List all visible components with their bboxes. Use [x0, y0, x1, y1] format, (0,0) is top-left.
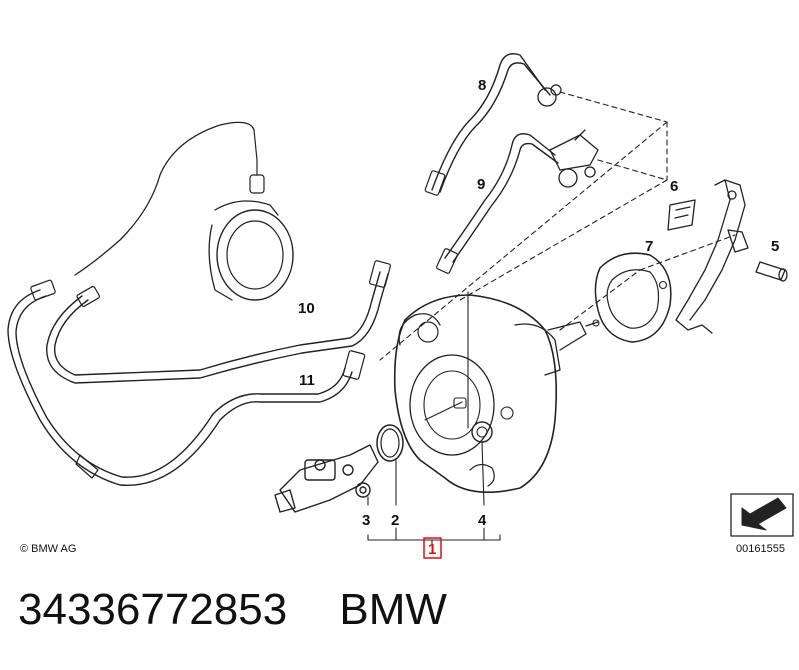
vacuum-line-upper [74, 121, 255, 276]
check-valve [549, 129, 599, 188]
hose-9 [444, 133, 559, 263]
callout-1: 1 [428, 541, 436, 558]
callout-3: 3 [362, 512, 370, 529]
part-caption: 34336772853 BMW [18, 585, 447, 635]
hose-8 [431, 53, 551, 193]
callout-4: 4 [478, 512, 487, 529]
diagram-drawing: 8 9 6 7 5 10 11 3 2 4 1 © BMW AG 0016155… [7, 53, 794, 559]
gasket [594, 252, 672, 343]
callout-1-box [423, 537, 442, 559]
clip [667, 199, 696, 231]
callout-bracket [367, 527, 501, 546]
copyright-text: © BMW AG [20, 543, 76, 555]
parts-diagram: 8 9 6 7 5 10 11 3 2 4 1 © BMW AG 0016155… [7, 53, 794, 559]
brake-booster [393, 294, 600, 493]
direction-arrow-icon [730, 493, 794, 537]
callout-6: 6 [670, 178, 678, 195]
callout-5: 5 [771, 238, 779, 255]
vacuum-line-11 [7, 289, 353, 487]
brand-name: BMW [339, 585, 447, 634]
callout-10: 10 [298, 300, 315, 317]
callout-2: 2 [391, 512, 399, 529]
callout-7: 7 [645, 238, 653, 255]
brake-pedal [675, 179, 749, 334]
master-cylinder [274, 444, 379, 513]
part-number: 34336772853 [18, 585, 288, 634]
callout-8: 8 [478, 77, 486, 94]
callout-9: 9 [477, 176, 485, 193]
callout-11: 11 [299, 372, 315, 389]
pin [755, 261, 788, 282]
o-ring [376, 424, 404, 462]
image-number: 00161555 [736, 543, 785, 555]
leader-lines [379, 91, 736, 361]
vacuum-line-10 [46, 271, 389, 384]
vacuum-pump-drawing [208, 129, 294, 301]
